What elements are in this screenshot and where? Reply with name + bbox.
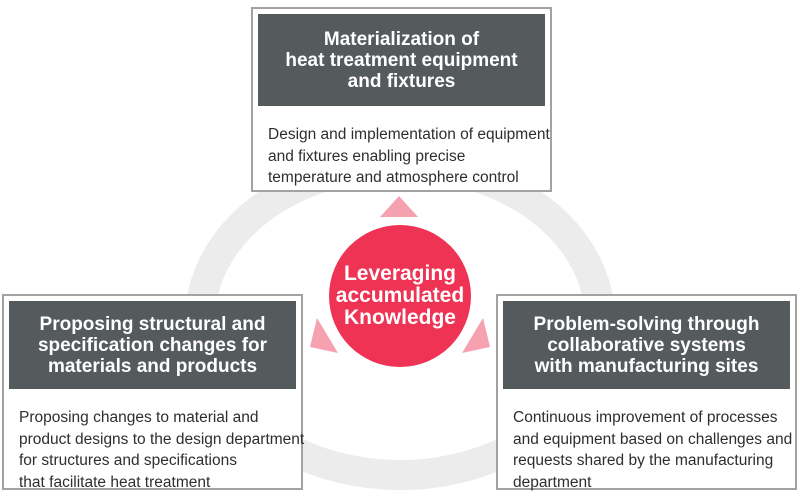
card-body: Proposing changes to material and produc… [19, 409, 305, 491]
card-problem-solving: Problem-solving through collaborative sy… [496, 294, 797, 491]
card-body: Continuous improvement of processes and … [513, 409, 793, 491]
center-hub: Leveraging accumulated Knowledge [329, 225, 471, 367]
card-title: Problem-solving through collaborative sy… [533, 313, 760, 377]
arrow-southeast-icon [462, 318, 490, 353]
center-hub-label: Leveraging accumulated Knowledge [335, 262, 465, 329]
arrow-up-icon [380, 196, 418, 217]
card-equipment-materialization: Materialization of heat treatment equipm… [251, 7, 552, 192]
card-title-bar: Problem-solving through collaborative sy… [503, 301, 790, 389]
card-body: Design and implementation of equipment a… [268, 126, 550, 186]
card-title: Proposing structural and specification c… [37, 313, 268, 377]
card-title-bar: Proposing structural and specification c… [9, 301, 296, 389]
card-structural-proposals: Proposing structural and specification c… [2, 294, 305, 491]
card-title: Materialization of heat treatment equipm… [285, 28, 518, 92]
card-title-bar: Materialization of heat treatment equipm… [258, 14, 545, 106]
